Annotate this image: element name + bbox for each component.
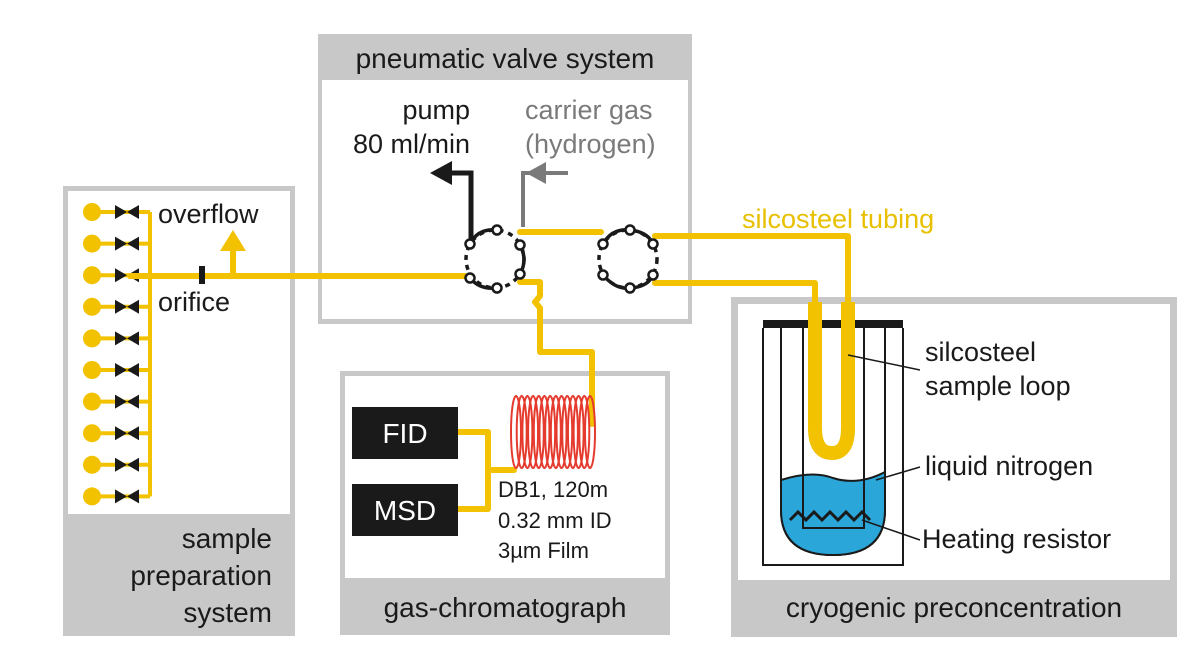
silcosteel-tubing-lines (127, 229, 851, 512)
valve-icon (115, 363, 139, 377)
sample-loop-label-1: silcosteel (925, 337, 1036, 367)
sample-vial-icon (83, 266, 101, 285)
sample-inlet (83, 487, 150, 506)
orifice-label: orifice (158, 287, 230, 317)
coil-turn (521, 395, 534, 469)
dewar (762, 320, 904, 566)
sample-panel-title-1: sample (182, 523, 272, 554)
panel-valve-system: pneumatic valve system (318, 34, 692, 324)
coil-turn (578, 395, 591, 469)
valve-icon (115, 426, 139, 441)
coil-turn (527, 395, 540, 469)
pump-line (430, 161, 474, 240)
gc-panel-title: gas-chromatograph (384, 592, 627, 623)
pump-arrow-icon (430, 161, 452, 185)
heating-resistor-icon (788, 509, 872, 523)
sample-manifold (83, 203, 152, 506)
valve-2-ports (597, 224, 659, 294)
sample-inlet (83, 392, 150, 411)
hydrogen-label: (hydrogen) (525, 129, 656, 159)
coil-turn (566, 395, 579, 469)
panel-sample-preparation: sample preparation system (63, 186, 295, 636)
sample-vial-icon (83, 487, 101, 506)
sample-inlet (83, 203, 150, 221)
sample-inlet (83, 424, 150, 443)
column-spec-1: DB1, 120m (498, 477, 608, 502)
tube-to-loop-left (652, 280, 818, 305)
sample-vial-icon (83, 361, 101, 379)
valve-icon (115, 299, 139, 314)
sample-vial-icon (83, 234, 101, 253)
msd-label: MSD (374, 495, 436, 526)
msd-detector: MSD (352, 484, 458, 536)
coil-turn (515, 395, 528, 469)
heating-resistor-label: Heating resistor (922, 524, 1111, 554)
fid-label: FID (382, 418, 427, 449)
column-spec-2: 0.32 mm ID (498, 508, 612, 533)
coil-turn (549, 395, 562, 469)
sample-loop-tube (808, 302, 855, 461)
coil-turn (561, 395, 574, 469)
pump-rate-label: 80 ml/min (353, 129, 470, 159)
sample-vial-icon (83, 203, 101, 221)
sample-inlet (83, 234, 150, 253)
sample-inlet (83, 361, 150, 379)
valve-panel-title: pneumatic valve system (356, 43, 655, 74)
liquid-nitrogen-label: liquid nitrogen (925, 451, 1093, 481)
coil-turn (532, 395, 545, 469)
coil-turn (510, 395, 522, 469)
coil-turn (538, 395, 551, 469)
coil-turn (544, 395, 557, 469)
pump-label: pump (402, 95, 470, 125)
gc-column-coil-icon (510, 395, 596, 469)
sample-vial-icon (83, 329, 101, 348)
sample-vial-icon (83, 297, 101, 316)
valve-icon (115, 236, 139, 251)
valve-icon (115, 331, 139, 346)
cryo-panel-title: cryogenic preconcentration (786, 592, 1122, 623)
orifice-marker (199, 266, 205, 284)
coil-turn (584, 395, 596, 469)
valve-icon (115, 394, 139, 409)
overflow-label: overflow (158, 199, 259, 229)
overflow-arrow (220, 230, 246, 251)
coil-turn (555, 395, 568, 469)
sample-vial-icon (83, 424, 101, 443)
column-spec-3: 3µm Film (498, 538, 589, 563)
tubing-label: silcosteel tubing (742, 204, 934, 234)
sample-inlet (83, 297, 150, 316)
sample-vial-icon (83, 455, 101, 474)
tube-to-gc (517, 279, 595, 427)
sample-inlet (83, 455, 150, 474)
valve-icon (115, 457, 139, 472)
sample-inlet (83, 329, 150, 348)
valve-icon (115, 489, 139, 504)
sample-panel-title-2: preparation (130, 560, 272, 591)
sample-loop-label-2: sample loop (925, 371, 1071, 401)
dewar-lid (763, 320, 903, 328)
cryo-leader-lines (847, 354, 921, 541)
tube-to-loop-right (652, 233, 851, 305)
sample-vial-icon (83, 392, 101, 411)
valve-1-ports (464, 224, 526, 294)
valve-icon (115, 205, 139, 219)
carrier-gas-line (521, 162, 568, 227)
carrier-gas-label: carrier gas (525, 95, 653, 125)
carrier-arrow-icon (526, 162, 546, 184)
sample-panel-title-3: system (183, 597, 272, 628)
coil-turn (572, 395, 585, 469)
fid-detector: FID (352, 407, 458, 459)
